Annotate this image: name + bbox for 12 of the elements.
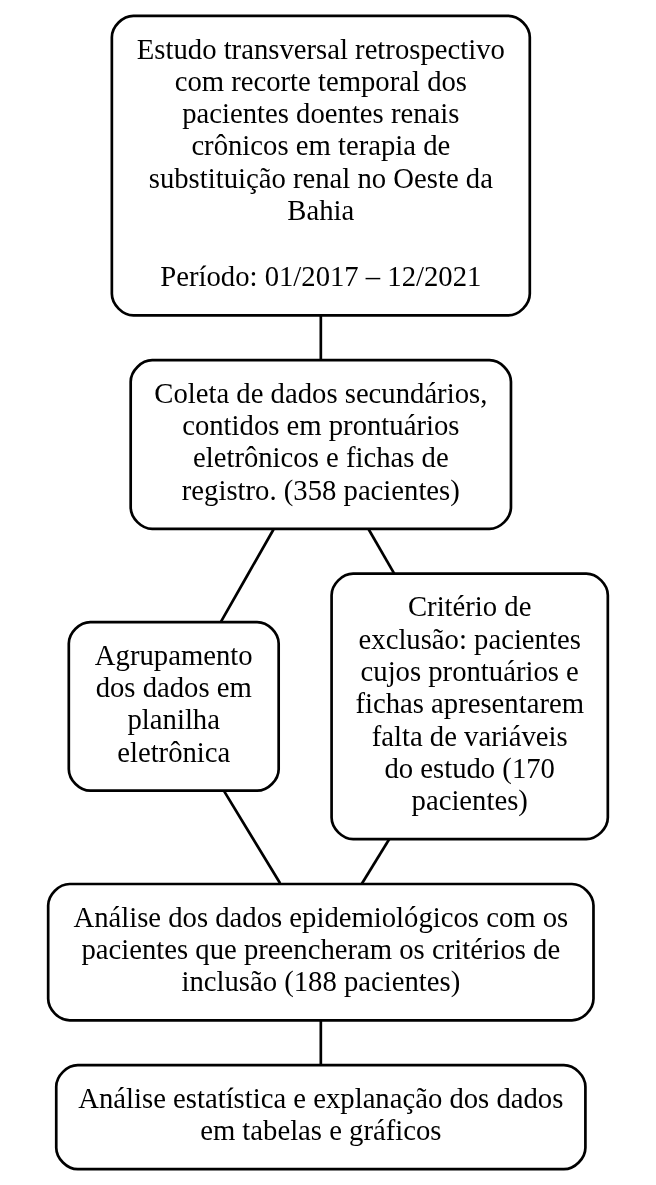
connector xyxy=(319,1020,323,1065)
node-box: Critério de exclusão: pacientes cujos prontuários e fichas apresentarem falta de variáveis do estudo (170 pacientes) xyxy=(330,572,610,841)
node-box: Análise dos dados epidemiológicos com os pacientes que preencheram os critérios de inclusão (188 pacientes) xyxy=(46,882,595,1022)
node-box: Análise estatística e explanação dos dados em tabelas e gráficos xyxy=(54,1063,587,1171)
node-box: Coleta de dados secundários, contidos em prontuários eletrônicos e fichas de registro. (358 pacientes) xyxy=(129,358,513,531)
node-box: Agrupamento dos dados em planilha eletrônica xyxy=(67,620,280,793)
connector xyxy=(360,838,391,885)
connector xyxy=(219,528,275,623)
connector xyxy=(222,790,282,884)
connector xyxy=(367,528,396,575)
connector xyxy=(319,315,323,361)
node-box: Estudo transversal retrospectivo com recorte temporal dos pacientes doentes renais crônicos em terapia de substituição renal no Oeste da Bahia Período: 01/2017 – 12/2021 xyxy=(110,14,532,317)
